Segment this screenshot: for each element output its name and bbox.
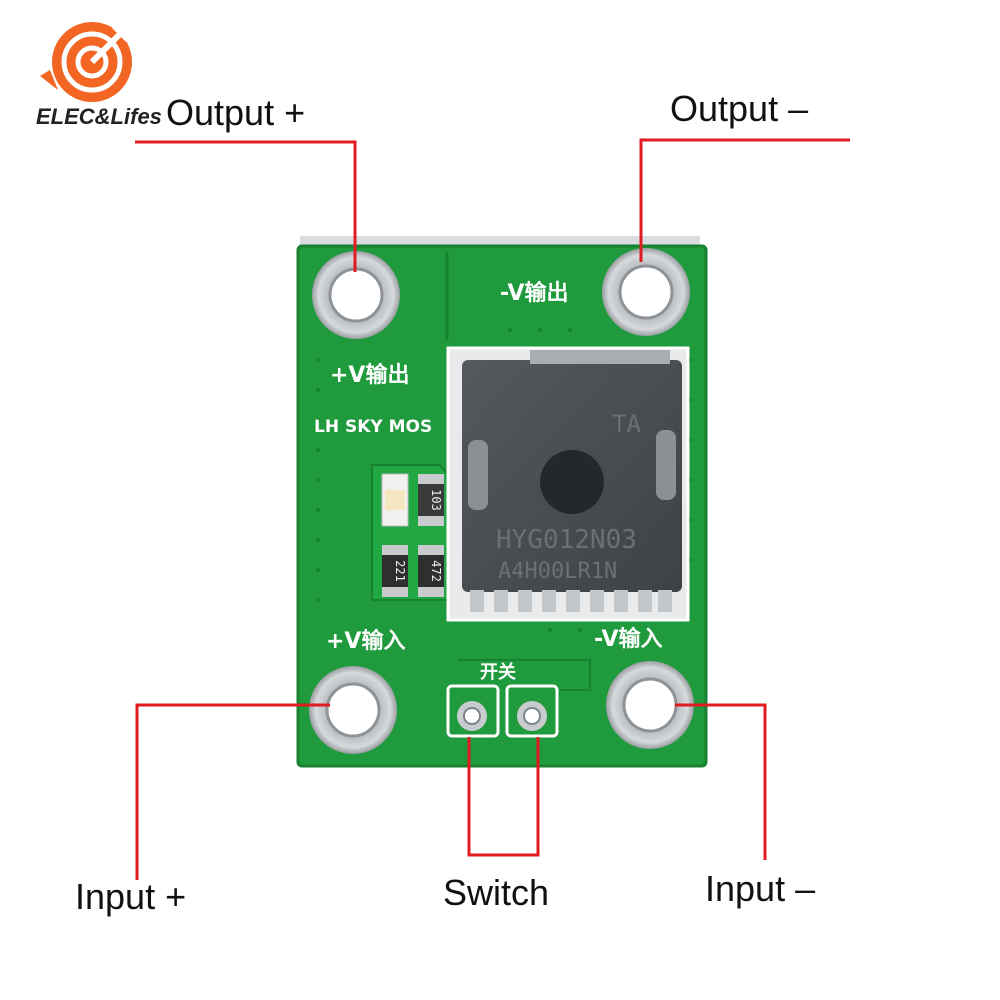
pad-output-minus [602,248,690,336]
chip-mark: TA [612,410,641,438]
silk-v-in-minus: -V输入 [594,626,663,652]
silk-brand: LH SKY MOS [314,417,432,437]
label-output-plus: Output + [166,92,306,133]
chip-line-2: A4H00LR1N [498,559,617,584]
mosfet-chip: TA HYG012N03 A4H00LR1N [446,346,690,622]
label-input-minus: Input – [705,868,816,909]
label-output-minus: Output – [670,88,809,129]
resistor-label-1: 221 [393,560,407,582]
pad-input-minus [606,661,694,749]
label-input-plus: Input + [75,876,187,917]
silk-v-out-plus: +V输出 [330,362,409,388]
silk-v-out-minus: -V输出 [500,280,569,306]
callout-lines [135,138,850,880]
silk-v-in-plus: +V输入 [326,628,405,654]
pad-input-plus [309,666,397,754]
brand-name: ELEC&Lifes [36,104,162,129]
silk-switch: 开关 [480,661,516,683]
resistor-label-2: 472 [429,560,443,582]
chip-line-1: HYG012N03 [496,525,637,555]
switch-pads [446,684,559,738]
label-switch: Switch [443,872,550,913]
brand-logo-icon [40,22,132,102]
smd-label-1: 103 [429,489,443,511]
smd-components: 103 221 472 [381,473,444,597]
